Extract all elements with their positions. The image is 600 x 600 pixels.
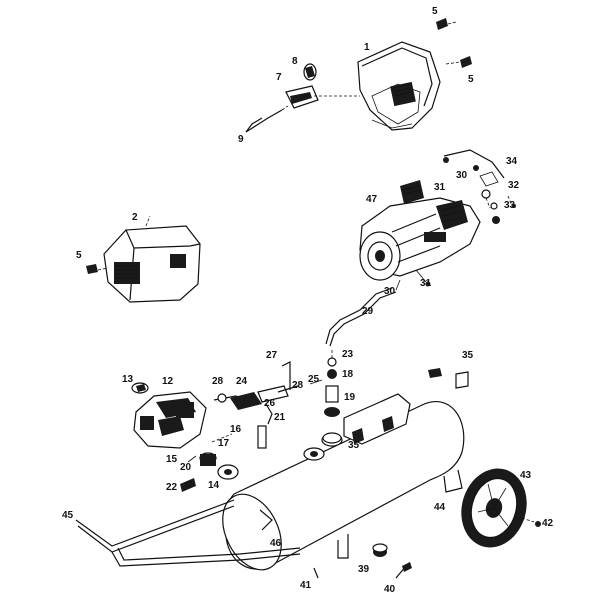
regulator-gauge-parts	[180, 433, 239, 492]
part-label-43: 43	[520, 470, 532, 481]
part-label-20: 20	[180, 462, 192, 473]
part-label-28-a: 28	[292, 380, 304, 391]
part-label-23: 23	[342, 349, 354, 360]
wheel-part	[461, 468, 541, 548]
part-label-41: 41	[300, 580, 312, 591]
drain-valve-parts	[313, 543, 412, 579]
shroud-cover-part	[357, 41, 441, 131]
fastener-5-top	[436, 18, 472, 68]
part-label-35-b: 35	[348, 440, 360, 451]
part-label-12: 12	[162, 376, 174, 387]
part-label-34: 34	[506, 156, 518, 167]
part-label-17: 17	[218, 438, 230, 449]
part-label-26: 26	[264, 398, 276, 409]
part-label-45: 45	[62, 510, 74, 521]
part-label-35-a: 35	[462, 350, 474, 361]
part-label-31-b: 31	[420, 278, 432, 289]
part-label-21: 21	[274, 412, 286, 423]
part-label-42: 42	[542, 518, 554, 529]
part-label-46: 46	[270, 538, 282, 549]
part-label-31-a: 31	[434, 182, 446, 193]
air-tank-part	[222, 368, 469, 571]
part-label-15: 15	[166, 454, 178, 465]
part-label-5-c: 5	[76, 250, 82, 261]
part-label-7: 7	[276, 72, 282, 83]
part-label-33: 33	[504, 200, 516, 211]
part-label-5-b: 5	[468, 74, 474, 85]
front-shroud-part	[86, 215, 201, 303]
part-label-40: 40	[384, 584, 396, 595]
fittings-30-34	[443, 149, 516, 224]
part-label-1: 1	[364, 42, 370, 53]
part-label-24: 24	[236, 376, 248, 387]
part-label-8: 8	[292, 56, 298, 67]
handle-bracket-part	[245, 63, 360, 133]
part-label-27: 27	[266, 350, 278, 361]
part-label-13: 13	[122, 374, 134, 385]
part-label-39: 39	[358, 564, 370, 575]
part-label-30-a: 30	[456, 170, 468, 181]
part-label-9: 9	[238, 134, 244, 145]
part-label-16: 16	[230, 424, 242, 435]
outlet-tube-29	[325, 287, 397, 347]
part-label-30-b: 30	[384, 286, 396, 297]
part-label-44: 44	[434, 502, 446, 513]
part-label-19: 19	[344, 392, 356, 403]
part-label-14: 14	[208, 480, 220, 491]
part-label-2: 2	[132, 212, 138, 223]
part-label-29: 29	[362, 306, 374, 317]
valve-stack-parts	[309, 350, 343, 447]
part-label-18: 18	[342, 369, 354, 380]
part-label-47: 47	[366, 194, 378, 205]
part-label-5-a: 5	[432, 6, 438, 17]
part-label-32: 32	[508, 180, 520, 191]
part-label-28-b: 28	[212, 376, 224, 387]
pressure-switch-part	[131, 382, 207, 449]
check-valve-parts	[213, 361, 299, 449]
part-label-22: 22	[166, 482, 178, 493]
motor-pump-assembly-part	[359, 180, 481, 291]
part-label-25: 25	[308, 374, 320, 385]
cart-handle-part	[75, 499, 301, 567]
